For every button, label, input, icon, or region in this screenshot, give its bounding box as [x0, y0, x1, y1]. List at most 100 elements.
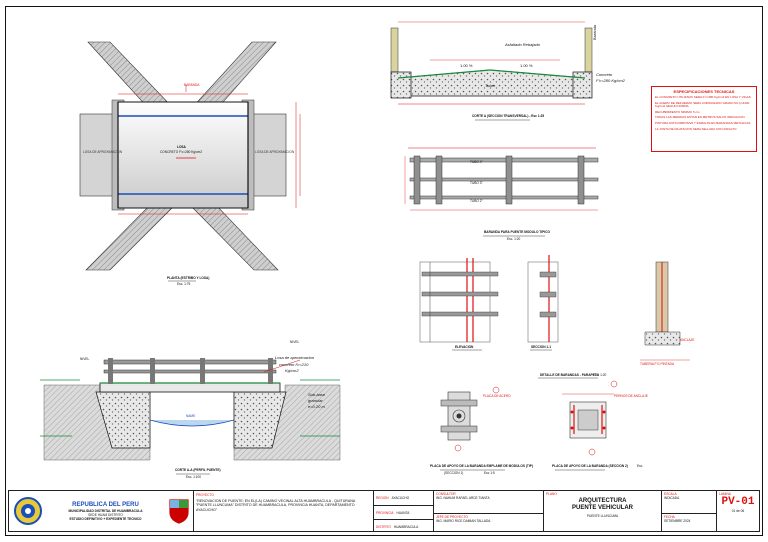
scale-value: INDICADA: [664, 496, 680, 500]
baranda-red-note: TUBERIA F'G PINTADA: [640, 362, 675, 366]
section-caption: CORTE A (SECCION TRANSVERSAL) - Esc 1:25: [472, 114, 545, 118]
title-block-plan: PLANO ARQUITECTURA PUENTE VEHICULAR PUEN…: [544, 491, 662, 531]
wingwall-top-left: [87, 41, 176, 111]
long-right-note-a: Sub-base: [308, 392, 326, 397]
date-label: FECHA: [664, 515, 675, 519]
elevation-detail: [419, 258, 499, 351]
elevation-caption: ELEVACION: [455, 345, 474, 349]
plate1-scale: Esc 1:5: [484, 471, 495, 475]
long-water-level: NAME: [186, 414, 196, 418]
section-1-detail: [527, 255, 559, 351]
long-callout-title: Losa de aproximacion: [275, 355, 315, 360]
baranda-red-note-b: ANCLAJE: [680, 338, 695, 342]
title-block-project: PROYECTO "RENOVACION DE PUENTE; EN EL(LA…: [194, 491, 374, 531]
long-scale: Esc. 1:100: [186, 475, 202, 479]
notes-item: LA JUNTA DE DILATACION SERA SELLADA CON …: [655, 126, 737, 131]
long-tag-right: NIVEL: [290, 340, 300, 344]
plan-railing-tag: BARANDA: [184, 83, 200, 87]
section-slope-right: 1.00 %: [520, 63, 533, 68]
notes-item: TODAS LAS MEDIDAS ESTAN EN METROS SALVO …: [655, 115, 745, 120]
railing-post-right: [584, 27, 593, 73]
chief-label: JEFE DE PROYECTO: [436, 515, 468, 519]
long-tag-left: NIVEL: [80, 357, 90, 361]
railing-scale: Esc. 1:20: [507, 237, 521, 241]
plate-detail-2: [555, 380, 618, 471]
notes-item: EL CONCRETO UTILIZADO SERA F'c=280 Kg/cm…: [655, 95, 751, 99]
wingwall-bottom-right: [189, 204, 279, 271]
section-center-label: Tuber: [485, 83, 496, 88]
muni-line-b: SEDE HUAM DISTRITO: [88, 512, 123, 517]
plan-left-box-label: LOSA DE APROXIMACION: [83, 150, 123, 154]
scale-label: ESCALA: [664, 492, 677, 496]
section-pavement-label: Asfaltado Rebajado: [505, 42, 540, 47]
approach-slab-left: [79, 113, 115, 197]
municipal-emblem-icon: [14, 497, 42, 525]
title-block-meta: ESCALA INDICADA FECHA SETIEMBRE 2024: [662, 491, 717, 531]
plan-caption-scale: Esc. 1:75: [177, 282, 191, 286]
sheet-of: 01 de 06: [731, 509, 745, 513]
title-block-people: CONSULTOR ING. NAHUM RAFAEL ARCE TIANTA …: [434, 491, 544, 531]
peru-shield-icon: [169, 499, 189, 524]
plate-detail-1: [440, 386, 505, 471]
railing-post-left: [390, 27, 399, 73]
plate2-red-note: PERNOS DE ANCLAJE: [614, 394, 648, 398]
section-concrete-label: Concreto: [596, 72, 613, 77]
long-right-note-c: e=0.20 m: [308, 404, 325, 409]
plan-caption: PLANTA (ESTRIBO Y LOSA): [167, 276, 210, 280]
long-callout-spec-a: concreto f'c=210: [279, 362, 309, 367]
province-value: HUANTA: [396, 510, 410, 515]
plan-sub: PUENTE LLUNCUMA: [586, 514, 619, 518]
consultant-value: ING. NAHUM RAFAEL ARCE TIANTA: [436, 496, 490, 500]
notes-item: RECUBRIMIENTO MINIMO 5 cm: [655, 109, 700, 114]
muni-line-a: MUNICIPALIDAD DISTRITAL DE HUAMBRACULA: [68, 508, 143, 513]
transverse-section: [390, 21, 593, 121]
baranda-caption: DETALLE DE BARANDAS - PARAPETO: [540, 373, 600, 377]
rail-top: [409, 157, 599, 163]
long-callout-spec-b: Kg/cm2: [285, 368, 299, 373]
section-slope-left: 1.00 %: [460, 63, 473, 68]
wingwall-top-right: [189, 41, 277, 111]
title-block: REPUBLICA DEL PERU MUNICIPALIDAD DISTRIT…: [8, 490, 760, 532]
chief-value: ING. MARIO RICE DAMIAN TALLADA: [436, 519, 491, 523]
plan-title-b: PUENTE VEHICULAR: [571, 505, 633, 511]
notes-item: EL ACERO DE REFUERZO SERA CORRUGADO GRAD…: [655, 100, 750, 109]
approach-slab-right: [251, 113, 287, 197]
plan-center-sub: CONCRETO F'c=280 Kg/cm2: [160, 150, 203, 154]
railing-pipe-b: TUBO 3": [470, 181, 483, 185]
plate1-sub: (SECCION 1): [444, 471, 464, 475]
baranda-scale: Esc. 1:20: [593, 373, 607, 377]
river-water: [149, 419, 235, 427]
railing-caption: BARANDA PARA PUENTE MODULO TIPICO: [484, 230, 550, 234]
long-caption: CORTE A-A (PERFIL PUENTE): [175, 468, 221, 472]
sheet-code: PV-01: [721, 496, 755, 508]
consultant-label: CONSULTOR: [436, 492, 456, 496]
deck-profile: [99, 382, 281, 393]
plate1-red-note: PLACA DE ACERO: [483, 394, 511, 398]
long-right-note-b: granular: [308, 398, 323, 403]
region-label: REGION: [376, 496, 389, 500]
wingwall-bottom-left: [85, 204, 176, 271]
title-block-sheet: LAMINA PV-01 01 de 06: [717, 491, 759, 531]
rail-mid: [409, 177, 599, 182]
plate2-caption: PLACA DE APOYO DE LA BARANDA (SECCION 2): [552, 464, 628, 468]
plate2-scale: Esc: [637, 464, 643, 468]
railing-pipe-c: TUBO 2": [470, 199, 483, 203]
railing-pipe-a: TUBO 4": [470, 160, 483, 164]
plan-view: [79, 41, 301, 282]
district-value: HUAMBRACULA: [393, 524, 419, 529]
technical-notes-box: ESPECIFICACIONES TECNICAS EL CONCRETO UT…: [651, 86, 757, 152]
sheet-border: [5, 6, 763, 536]
section-concrete-spec: F'c=280 Kg/cm2: [596, 78, 625, 83]
district-label: DISTRITO: [376, 524, 391, 529]
date-value: SETIEMBRE 2024: [664, 519, 691, 523]
project-label: PROYECTO: [196, 493, 214, 497]
section-railing-label: Baranda: [592, 24, 597, 40]
sheet-label: LAMINA: [719, 492, 731, 496]
plan-right-box-label: LOSA DE APROXIMACION: [255, 150, 295, 154]
section11-caption: SECCION 1-1: [531, 345, 552, 349]
railing-module: [404, 147, 599, 237]
muni-line-c: ESTUDIO DEFINITIVO + EXPEDIENTE TECNICO: [69, 516, 142, 521]
plan-center-label: LOSA: [177, 145, 186, 149]
project-text: "RENOVACION DE PUENTE; EN EL(LA) CAMINO …: [196, 499, 356, 512]
